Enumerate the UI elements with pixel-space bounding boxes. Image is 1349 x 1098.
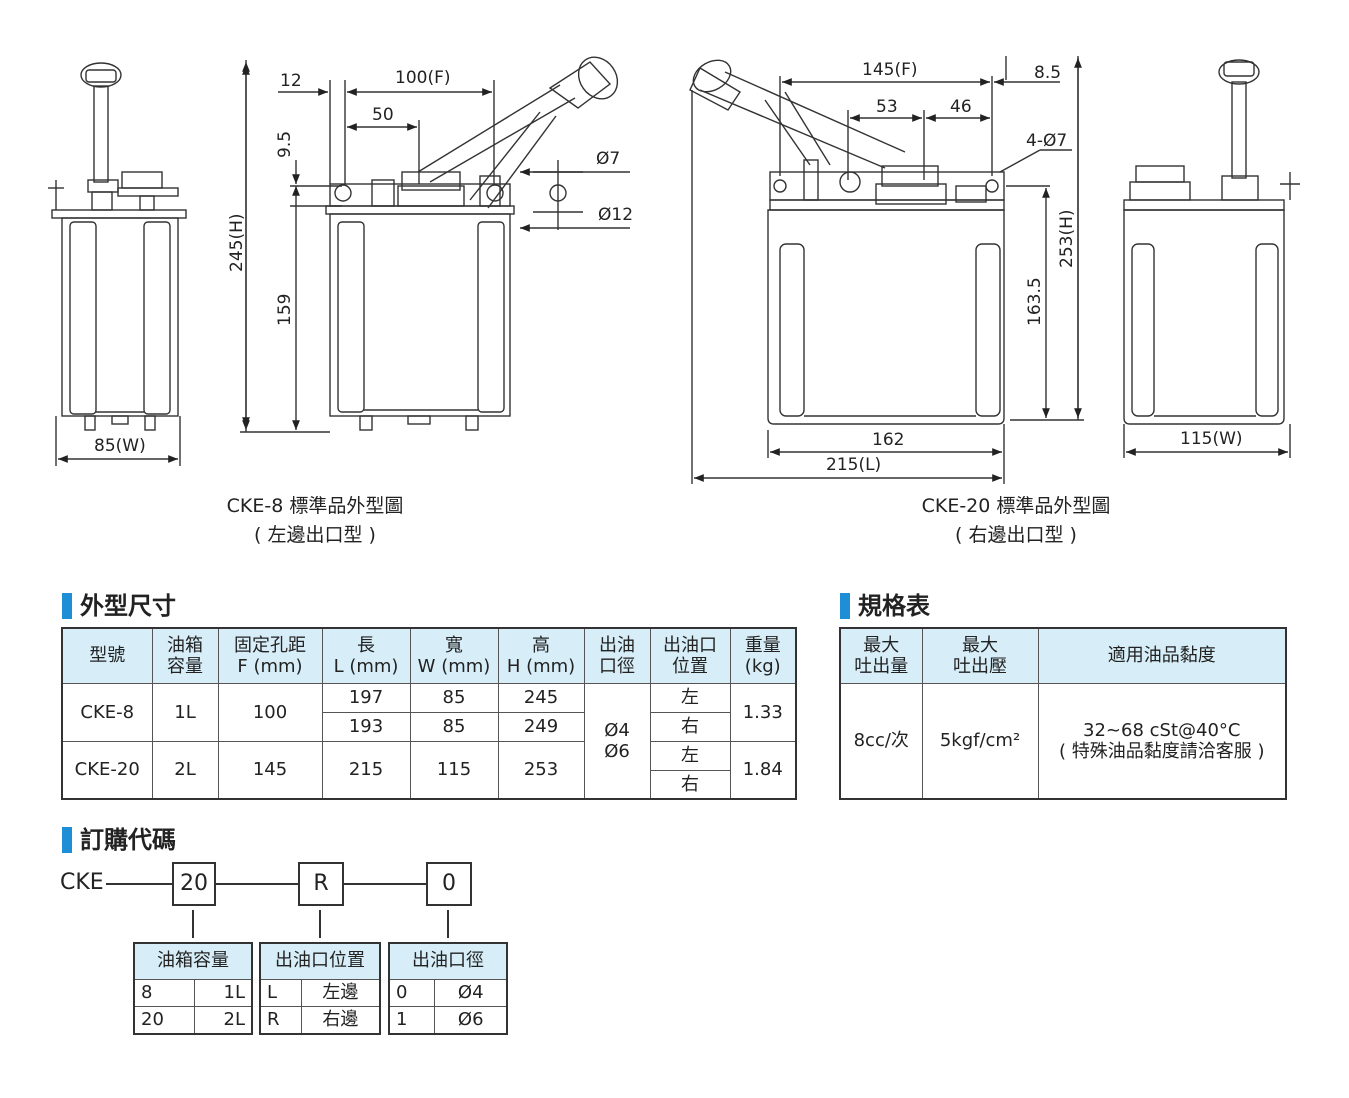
header-max-flow: 最大吐出量 [839,627,923,684]
dim-253h: 253(H) [1057,210,1077,269]
dim-85w: 85(W) [94,436,146,456]
order-code-prefix: CKE [60,870,104,895]
header-max-pressure: 最大吐出壓 [921,627,1039,684]
dim-145f: 145(F) [862,60,918,80]
code-box-capacity: 20 [172,862,216,906]
section-title-order: 訂購代碼 [62,826,176,854]
dim-162: 162 [872,430,904,450]
header-position: 出油口位置 [649,627,731,684]
dim-215l: 215(L) [826,455,881,475]
max-flow-value: 8cc/次 [839,682,923,800]
cke20-caption-subtitle: ( 右邊出口型 ) [955,524,1077,546]
connector-line [319,910,321,938]
header-port: 出油口徑 [583,627,651,684]
dim-8-5: 8.5 [1034,63,1061,83]
dim-245h: 245(H) [227,214,247,273]
cke8-caption: CKE-8 標準品外型圖 ( 左邊出口型 ) [200,492,430,550]
dim-163-5: 163.5 [1025,277,1045,326]
dim-53: 53 [876,97,898,117]
connector-line [192,910,194,938]
cke20-side-view [1123,59,1300,425]
spec-table: 最大吐出量 最大吐出壓 適用油品黏度 8cc/次 5kgf/cm² 32~68 … [839,627,1287,800]
header-viscosity: 適用油品黏度 [1037,627,1287,684]
cke20-caption-title: CKE-20 標準品外型圖 [921,495,1111,517]
section-title-dimensions: 外型尺寸 [62,592,176,620]
section-title-spec: 規格表 [840,592,930,620]
table-row: 右 [62,769,796,800]
connector-line [106,883,172,885]
dim-4-dia7: 4-Ø7 [1026,131,1067,151]
header-tank: 油箱容量 [151,627,219,684]
cke20-front-view [689,59,1005,425]
connector-line [344,883,426,885]
viscosity-value: 32~68 cSt@40°C( 特殊油品黏度請洽客服 ) [1037,682,1287,800]
header-model: 型號 [61,627,153,684]
technical-drawings: 12 100(F) 50 9.5 245(H) 159 85(W) Ø7 Ø12… [48,56,1300,484]
dim-159: 159 [275,294,295,326]
max-pressure-value: 5kgf/cm² [921,682,1039,800]
cke8-caption-title: CKE-8 標準品外型圖 [226,495,404,517]
section-marker [62,827,72,853]
header-weight: 重量(kg) [729,627,797,684]
dim-50: 50 [372,105,394,125]
connector-line [216,883,298,885]
dim-100f: 100(F) [395,68,451,88]
cke20-caption: CKE-20 標準品外型圖 ( 右邊出口型 ) [896,492,1136,550]
cke8-front-view [325,56,619,431]
table-row: 8cc/次 5kgf/cm² 32~68 cSt@40°C( 特殊油品黏度請洽客… [839,682,1287,800]
dim-115w: 115(W) [1180,429,1243,449]
section-marker [62,593,72,619]
connector-line [447,910,449,938]
table-row: 193 85 249 右 [62,711,796,742]
code-box-port: 0 [426,862,472,906]
table-header-row: 最大吐出量 最大吐出壓 適用油品黏度 [839,627,1287,684]
dim-46: 46 [950,97,972,117]
table-row: CKE-20 2L 145 215 115 253 左 1.84 [61,740,797,800]
cke8-side-view [48,62,187,431]
dim-dia7: Ø7 [596,149,620,169]
code-box-position: R [298,862,344,906]
dim-12: 12 [280,71,302,91]
section-marker [840,593,850,619]
dim-9-5: 9.5 [275,131,295,158]
dim-dia12: Ø12 [598,205,633,225]
cke8-caption-subtitle: ( 左邊出口型 ) [254,524,376,546]
